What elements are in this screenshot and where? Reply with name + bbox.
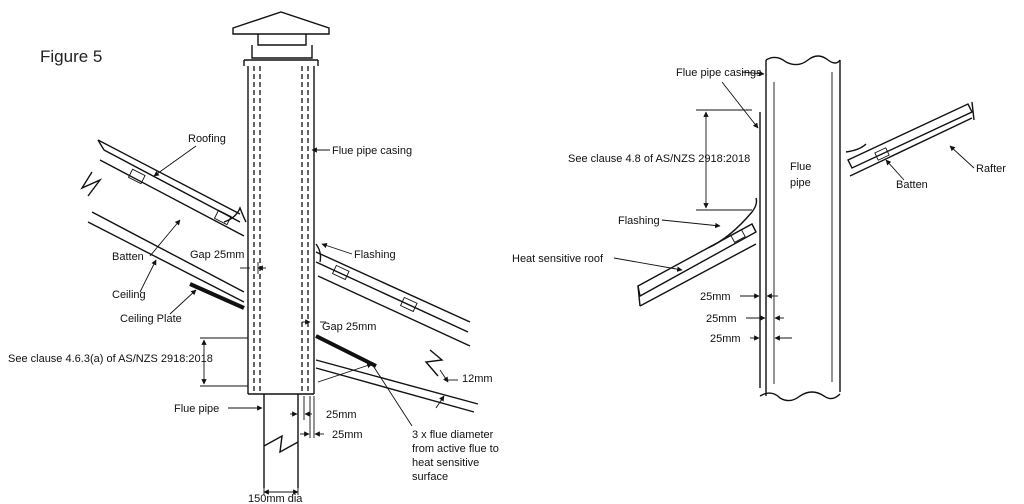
label-flashing-right: Flashing (618, 215, 660, 227)
label-3x-line2: from active flue to (412, 443, 499, 455)
label-roofing: Roofing (188, 133, 226, 145)
figure-title: Figure 5 (40, 47, 102, 66)
label-flue-line2: pipe (790, 177, 811, 189)
label-3x-line4: surface (412, 471, 448, 483)
outer-flue-casing (243, 59, 319, 395)
right-right-roof (845, 101, 975, 177)
label-flue-pipe: Flue pipe (174, 403, 219, 415)
label-gap-25-right: Gap 25mm (322, 321, 376, 333)
label-dim-25-c: 25mm (710, 333, 741, 345)
right-roof (315, 243, 479, 413)
label-flue-line1: Flue (790, 161, 811, 173)
label-dim-25-a: 25mm (700, 291, 731, 303)
label-flashing: Flashing (354, 249, 396, 261)
right-flue-pipe (759, 55, 841, 402)
label-ceiling-plate: Ceiling Plate (120, 313, 182, 325)
label-3x-line1: 3 x flue diameter (412, 429, 494, 441)
label-clause-4-6-3: See clause 4.6.3(a) of AS/NZS 2918:2018 (8, 353, 213, 365)
cowl (232, 11, 330, 59)
label-rafter: Rafter (976, 163, 1006, 175)
right-labels: Flue pipe casings See clause 4.8 of AS/N… (512, 67, 1006, 345)
label-3x-line3: heat sensitive (412, 457, 479, 469)
left-roof (80, 139, 247, 310)
label-flue-pipe-casing: Flue pipe casing (332, 145, 412, 157)
flue-pipe (263, 394, 299, 495)
label-batten-right: Batten (896, 179, 928, 191)
left-diagram: Figure 5 (8, 11, 499, 504)
label-dim-25-a: 25mm (326, 409, 357, 421)
label-150mm-dia: 150mm dia (248, 493, 303, 504)
label-heat-sensitive-roof: Heat sensitive roof (512, 253, 604, 265)
label-dim-12: 12mm (462, 373, 493, 385)
right-diagram: Flue pipe casings See clause 4.8 of AS/N… (512, 55, 1006, 402)
left-labels: Roofing Flue pipe casing Batten Flashing… (8, 133, 499, 504)
label-dim-25-b: 25mm (706, 313, 737, 325)
label-dim-25-b: 25mm (332, 429, 363, 441)
label-ceiling: Ceiling (112, 289, 146, 301)
label-flue-pipe-casings: Flue pipe casings (676, 67, 762, 79)
label-clause-4-8: See clause 4.8 of AS/NZS 2918:2018 (568, 153, 750, 165)
label-gap-25-left: Gap 25mm (190, 249, 244, 261)
label-batten: Batten (112, 251, 144, 263)
right-left-roof (637, 197, 758, 307)
